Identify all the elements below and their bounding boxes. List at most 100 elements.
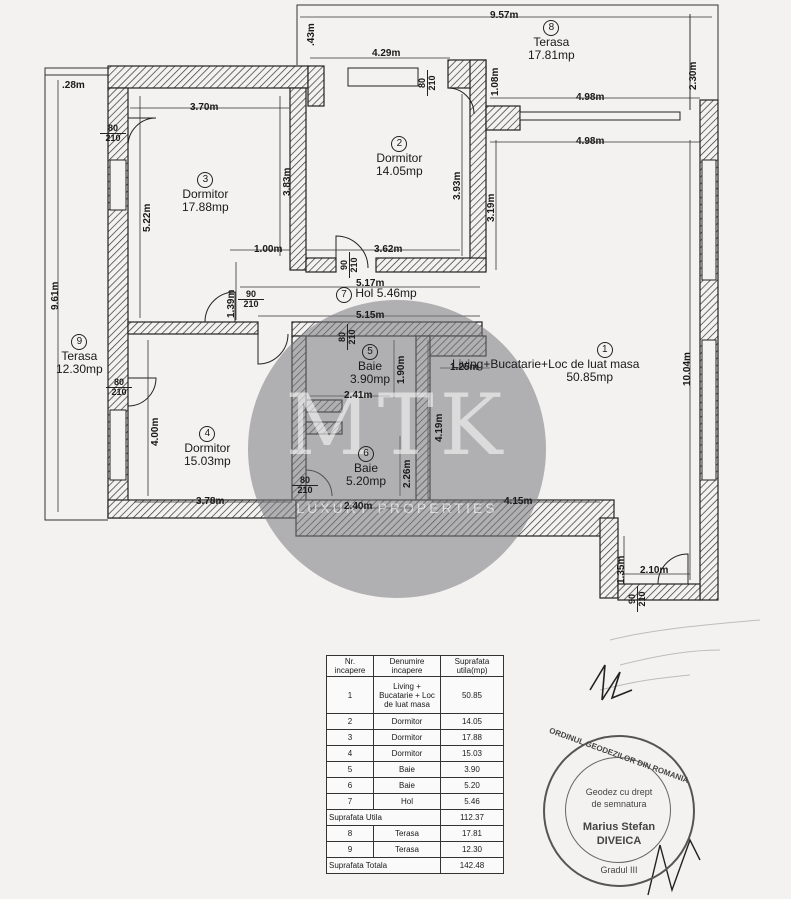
- dim-4-98-top: 4.98m: [576, 92, 605, 103]
- dim-4-15: 4.15m: [504, 496, 533, 507]
- room-area: 15.03mp: [184, 454, 231, 468]
- room-number: 3: [197, 172, 214, 188]
- room-number: 5: [362, 344, 379, 360]
- dim-9-57: 9.57m: [490, 10, 519, 21]
- cell-nr: 9: [326, 841, 374, 858]
- signature-mark: [589, 664, 633, 701]
- logo-subtitle: LUXURY PROPERTIES: [296, 500, 498, 516]
- door-width: 80: [292, 476, 318, 486]
- room-name: Baie: [354, 461, 379, 475]
- room-number: 8: [543, 20, 560, 36]
- dim-0-43: .43m: [306, 23, 317, 46]
- stamp-name-2: DIVEICA: [596, 835, 642, 847]
- cell-name: Dormitor: [373, 713, 441, 730]
- dim-9-61: 9.61m: [50, 281, 61, 310]
- room-name: Living+Bucatarie+Loc de luat masa: [452, 357, 640, 371]
- dim-1-08: 1.08m: [490, 67, 501, 96]
- cell-nr: 2: [326, 713, 374, 730]
- dim-4-98-bottom: 4.98m: [576, 136, 605, 147]
- dim-3-62: 3.62m: [374, 244, 403, 255]
- cell-name: Living + Bucatarie + Loc de luat masa: [373, 676, 441, 714]
- cell-nr: 1: [326, 676, 374, 714]
- dim-2-41: 2.41m: [344, 390, 373, 401]
- dim-3-78: 3.78m: [196, 496, 225, 507]
- dim-4-19: 4.19m: [434, 413, 445, 442]
- room-number: 4: [199, 426, 216, 442]
- dim-5-15: 5.15m: [356, 310, 385, 321]
- room-4-label: 4 Dormitor 15.03mp: [184, 426, 231, 468]
- stamp-inner-ring: [565, 757, 671, 863]
- header-area: Suprafata utila(mp): [440, 655, 504, 677]
- door-width: 80: [106, 378, 132, 388]
- door-height: 210: [347, 329, 357, 345]
- door-height: 210: [105, 133, 121, 143]
- stamp-line-1: Geodez cu drept: [585, 787, 653, 797]
- dim-2-30: 2.30m: [688, 61, 699, 90]
- total-value: 142.48: [440, 857, 504, 874]
- dim-0-28: .28m: [62, 80, 85, 91]
- room-area: 3.90mp: [350, 372, 391, 386]
- room-3-label: 3 Dormitor 17.88mp: [182, 172, 229, 214]
- cell-area: 15.03: [440, 745, 504, 762]
- cell-name: Dormitor: [373, 729, 441, 746]
- room-name: Terasa: [533, 35, 570, 49]
- dim-2-40: 2.40m: [344, 501, 373, 512]
- header-name: Denumire incapere: [373, 655, 441, 677]
- room-number: 7: [336, 287, 352, 303]
- dim-1-35: 1.35m: [616, 555, 627, 584]
- cell-area: 3.90: [440, 761, 504, 778]
- table-row-subtotal: Suprafata Utila 112.37: [326, 809, 504, 826]
- room-area: 5.46mp: [376, 286, 417, 300]
- room-name: Terasa: [61, 349, 98, 363]
- cell-area: 5.20: [440, 777, 504, 794]
- cell-nr: 3: [326, 729, 374, 746]
- stamp-line-2: de semnatura: [591, 799, 647, 809]
- room-area: 17.88mp: [182, 200, 229, 214]
- stamp-name-1: Marius Stefan: [582, 821, 656, 833]
- cell-name: Baie: [373, 761, 441, 778]
- room-area: 17.81mp: [528, 48, 575, 62]
- room-name: Baie: [358, 359, 383, 373]
- room-9-label: 9 Terasa 12.30mp: [56, 334, 103, 376]
- header-nr: Nr. incapere: [326, 655, 374, 677]
- dim-3-19: 3.19m: [486, 193, 497, 222]
- table-header-row: Nr. incapere Denumire incapere Suprafata…: [326, 655, 504, 677]
- cell-nr: 8: [326, 825, 374, 842]
- table-row: 1 Living + Bucatarie + Loc de luat masa …: [326, 676, 504, 714]
- cell-name: Terasa: [373, 841, 441, 858]
- cell-name: Hol: [373, 793, 441, 810]
- cell-nr: 7: [326, 793, 374, 810]
- dim-2-26: 2.26m: [402, 459, 413, 488]
- table-row-total: Suprafata Totala 142.48: [326, 857, 504, 874]
- cell-nr: 5: [326, 761, 374, 778]
- door-height: 210: [297, 485, 313, 495]
- subtotal-label: Suprafata Utila: [326, 809, 441, 826]
- dim-2-10: 2.10m: [640, 565, 669, 576]
- cell-area: 14.05: [440, 713, 504, 730]
- room-number: 6: [358, 446, 375, 462]
- stamp-grade: Gradul III: [600, 865, 638, 875]
- door-height: 210: [111, 387, 127, 397]
- door-height: 210: [349, 257, 359, 273]
- room-area: 5.20mp: [346, 474, 387, 488]
- room-8-label: 8 Terasa 17.81mp: [528, 20, 575, 62]
- logo-mark: MTK: [285, 376, 509, 474]
- dim-4-00: 4.00m: [150, 417, 161, 446]
- total-label: Suprafata Totala: [326, 857, 441, 874]
- cell-area: 17.81: [440, 825, 504, 842]
- dim-3-70: 3.70m: [190, 102, 219, 113]
